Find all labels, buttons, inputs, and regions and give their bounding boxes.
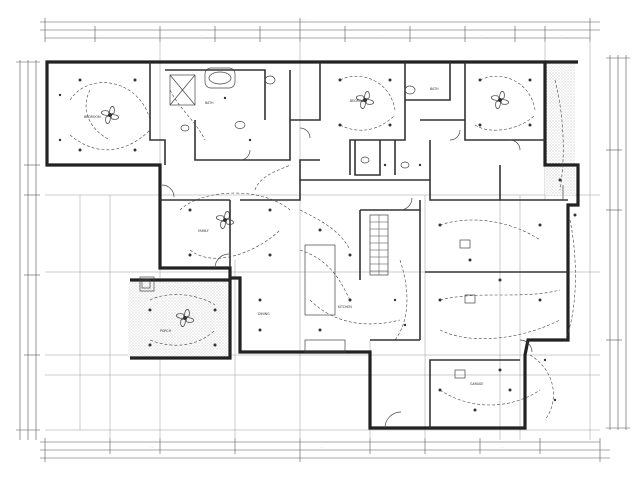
electrical-fixtures — [58, 78, 577, 412]
room-label-master-bath: BATH — [205, 101, 214, 105]
room-label-bedroom-2: BEDROOM — [84, 115, 101, 119]
room-label-porch: PORCH — [160, 329, 172, 333]
svg-text:· ·: · · — [100, 33, 103, 37]
ceiling-fan-icon — [491, 91, 509, 109]
room-label-kitchen: KITCHEN — [338, 305, 352, 309]
fixtures — [139, 67, 533, 429]
ceiling-fan-icon — [216, 211, 234, 229]
hatched-areas — [128, 60, 575, 358]
exterior-walls — [45, 60, 580, 430]
svg-text:· ·: · · — [500, 445, 503, 449]
interior-walls — [149, 62, 568, 428]
svg-text:· ·: · · — [200, 33, 203, 37]
svg-text:· ·: · · — [380, 33, 383, 37]
svg-text:· · ·: · · · — [300, 17, 305, 21]
svg-text:· ·: · · — [480, 33, 483, 37]
svg-text:· ·: · · — [150, 445, 153, 449]
room-label-dining: DINING — [258, 312, 270, 316]
electrical-circuits — [69, 76, 576, 421]
svg-text:· ·: · · — [560, 33, 563, 37]
room-label-bedroom-3: BEDROOM — [350, 99, 367, 103]
dimension-lines: · · · · · · · · · · · · · · · · · · · — [16, 17, 630, 462]
reference-grid — [45, 40, 600, 440]
ceiling-fan-icon — [101, 106, 119, 124]
room-label-family: FAMILY — [198, 229, 209, 233]
side-annotations — [141, 185, 564, 289]
room-label-garage: GARAGE — [470, 382, 483, 386]
room-label-bath: BATH — [430, 87, 439, 91]
room-labels: BEDROOM BEDROOM BATH BATH FAMILY KITCHEN… — [84, 87, 483, 386]
svg-text:· ·: · · — [320, 445, 323, 449]
